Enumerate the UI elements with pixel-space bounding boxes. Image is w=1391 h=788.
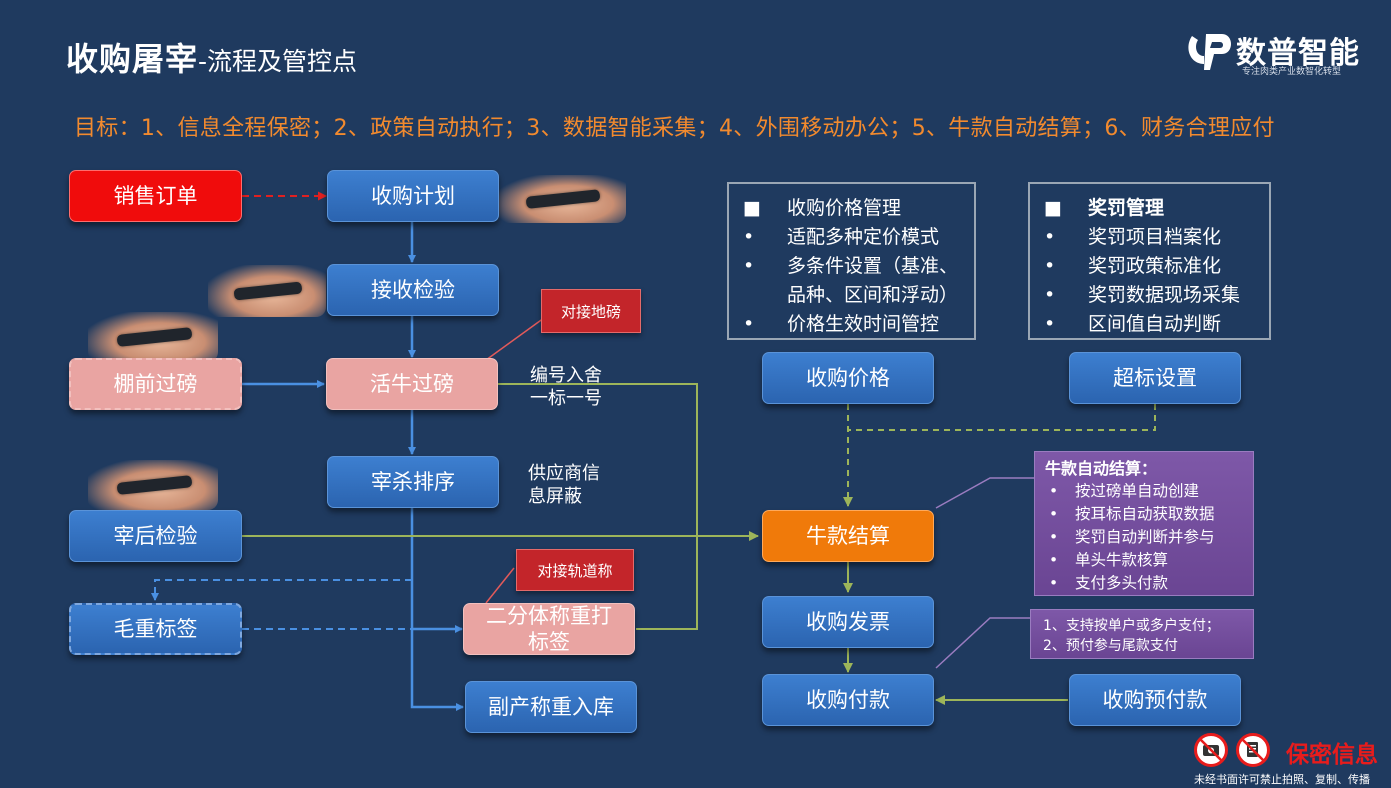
node-half-weigh[interactable]: 二分体称重打标签 <box>463 603 635 655</box>
node-prepayment[interactable]: 收购预付款 <box>1069 674 1241 726</box>
edge-over-settle <box>848 404 1156 431</box>
node-settlement[interactable]: 牛款结算 <box>762 510 934 562</box>
note-pen-number-1: 编号入舍 <box>530 365 602 386</box>
reward-item: 奖罚政策标准化 <box>1088 255 1222 277</box>
no-camera-icon <box>1194 733 1228 767</box>
node-invoice[interactable]: 收购发票 <box>762 596 934 648</box>
edge-sort-byproduct <box>410 629 464 711</box>
price-item: 价格生效时间管控 <box>787 313 940 335</box>
reward-panel: ■ 奖罚管理 • 奖罚项目档案化 • 奖罚政策标准化 • 奖罚数据现场采集 • 区间值自动… <box>1028 182 1271 340</box>
phone-hand-icon <box>88 312 218 362</box>
phone-hand-icon <box>88 460 218 510</box>
settle-panel-heading: 牛款自动结算： <box>1045 459 1158 478</box>
dot-bullet-icon: • <box>743 255 755 277</box>
node-purchase-plan[interactable]: 收购计划 <box>327 170 499 222</box>
node-pen-weigh[interactable]: 棚前过磅 <box>69 358 242 410</box>
price-panel-heading: 收购价格管理 <box>787 197 902 219</box>
node-payment[interactable]: 收购付款 <box>762 674 934 726</box>
settle-item: 单头牛款核算 <box>1075 551 1169 569</box>
price-item: 品种、区间和浮动） <box>787 284 959 306</box>
tag-ground-scale: 对接地磅 <box>541 289 641 333</box>
logo-name: 数普智能 <box>1236 36 1360 71</box>
node-receive-inspect[interactable]: 接收检验 <box>327 264 499 316</box>
reward-item: 区间值自动判断 <box>1088 313 1222 335</box>
price-item: 适配多种定价模式 <box>787 226 940 248</box>
pay-panel: 1、支持按单户或多户支付； 2、预付参与尾款支付 <box>1030 609 1254 659</box>
note-pen-number-2: 一标一号 <box>530 388 602 409</box>
dot-bullet-icon: • <box>1049 551 1059 569</box>
node-slaughter-sort[interactable]: 宰杀排序 <box>327 456 499 508</box>
reward-item: 奖罚数据现场采集 <box>1088 284 1241 306</box>
node-live-weigh[interactable]: 活牛过磅 <box>326 358 498 410</box>
pay-item: 2、预付参与尾款支付 <box>1043 638 1178 654</box>
settle-panel: 牛款自动结算： •按过磅单自动创建 •按耳标自动获取数据 •奖罚自动判断并参与 … <box>1034 451 1254 596</box>
phone-hand-icon <box>208 265 326 317</box>
reward-panel-heading: 奖罚管理 <box>1088 197 1165 219</box>
edge-sort-half <box>410 508 463 633</box>
price-panel: ■ 收购价格管理 • 适配多种定价模式 • 多条件设置（基准、 品种、区间和浮动） •… <box>727 182 976 340</box>
dot-bullet-icon: • <box>1049 528 1059 546</box>
tag-rail-scale: 对接轨道称 <box>516 549 634 591</box>
square-bullet-icon: ■ <box>1044 197 1062 219</box>
dot-bullet-icon: • <box>743 226 755 248</box>
note-supplier-1: 供应商信 <box>528 463 600 484</box>
settle-item: 按耳标自动获取数据 <box>1075 505 1215 523</box>
pay-item: 1、支持按单户或多户支付； <box>1043 618 1220 634</box>
node-sales-order[interactable]: 销售订单 <box>69 170 242 222</box>
node-post-inspect[interactable]: 宰后检验 <box>69 510 242 562</box>
edge-live-settle <box>498 383 698 536</box>
square-bullet-icon: ■ <box>743 197 761 219</box>
dot-bullet-icon: • <box>1044 255 1056 277</box>
callout-pay <box>935 617 1030 669</box>
dot-bullet-icon: • <box>1044 284 1056 306</box>
title-main: 收购屠宰 <box>66 40 199 78</box>
settle-item: 按过磅单自动创建 <box>1075 482 1200 500</box>
callout-ground <box>485 317 545 361</box>
dot-bullet-icon: • <box>1044 226 1056 248</box>
confidential-note: 未经书面许可禁止拍照、复制、传播 <box>1194 773 1370 786</box>
dot-bullet-icon: • <box>743 313 755 335</box>
price-item: 多条件设置（基准、 <box>787 255 959 277</box>
edge-half-settle <box>636 536 698 630</box>
logo-slogan: 专注肉类产业数智化转型 <box>1242 67 1342 77</box>
settle-item: 支付多头付款 <box>1075 574 1169 592</box>
no-copy-icon <box>1236 733 1270 767</box>
dot-bullet-icon: • <box>1049 574 1059 592</box>
node-purchase-price[interactable]: 收购价格 <box>762 352 934 404</box>
edge-post-gross <box>151 579 412 601</box>
note-supplier-2: 息屏蔽 <box>528 486 582 507</box>
callout-rail <box>485 567 515 604</box>
reward-item: 奖罚项目档案化 <box>1088 226 1222 248</box>
settle-item: 奖罚自动判断并参与 <box>1075 528 1215 546</box>
note-pen-number: 编号入舍 一标一号 <box>530 364 602 410</box>
goal-text: 目标：1、信息全程保密；2、政策自动执行；3、数据智能采集；4、外围移动办公；5… <box>74 116 1275 141</box>
title-sub: -流程及管控点 <box>198 47 358 76</box>
dot-bullet-icon: • <box>1049 505 1059 523</box>
confidential-label: 保密信息 <box>1286 742 1378 768</box>
phone-hand-icon <box>498 175 626 223</box>
node-gross-label[interactable]: 毛重标签 <box>69 603 242 655</box>
logo-mark-icon <box>1188 34 1231 70</box>
company-logo: 数普智能 专注肉类产业数智化转型 <box>1186 28 1361 77</box>
confidential-notice: 保密信息 未经书面许可禁止拍照、复制、传播 <box>1190 733 1390 787</box>
node-over-standard[interactable]: 超标设置 <box>1069 352 1241 404</box>
dot-bullet-icon: • <box>1049 482 1059 500</box>
node-by-product[interactable]: 副产称重入库 <box>465 681 637 733</box>
dot-bullet-icon: • <box>1044 313 1056 335</box>
note-supplier-hide: 供应商信 息屏蔽 <box>528 462 600 508</box>
callout-settle <box>935 477 1034 509</box>
page-title: 收购屠宰-流程及管控点 <box>66 34 357 80</box>
